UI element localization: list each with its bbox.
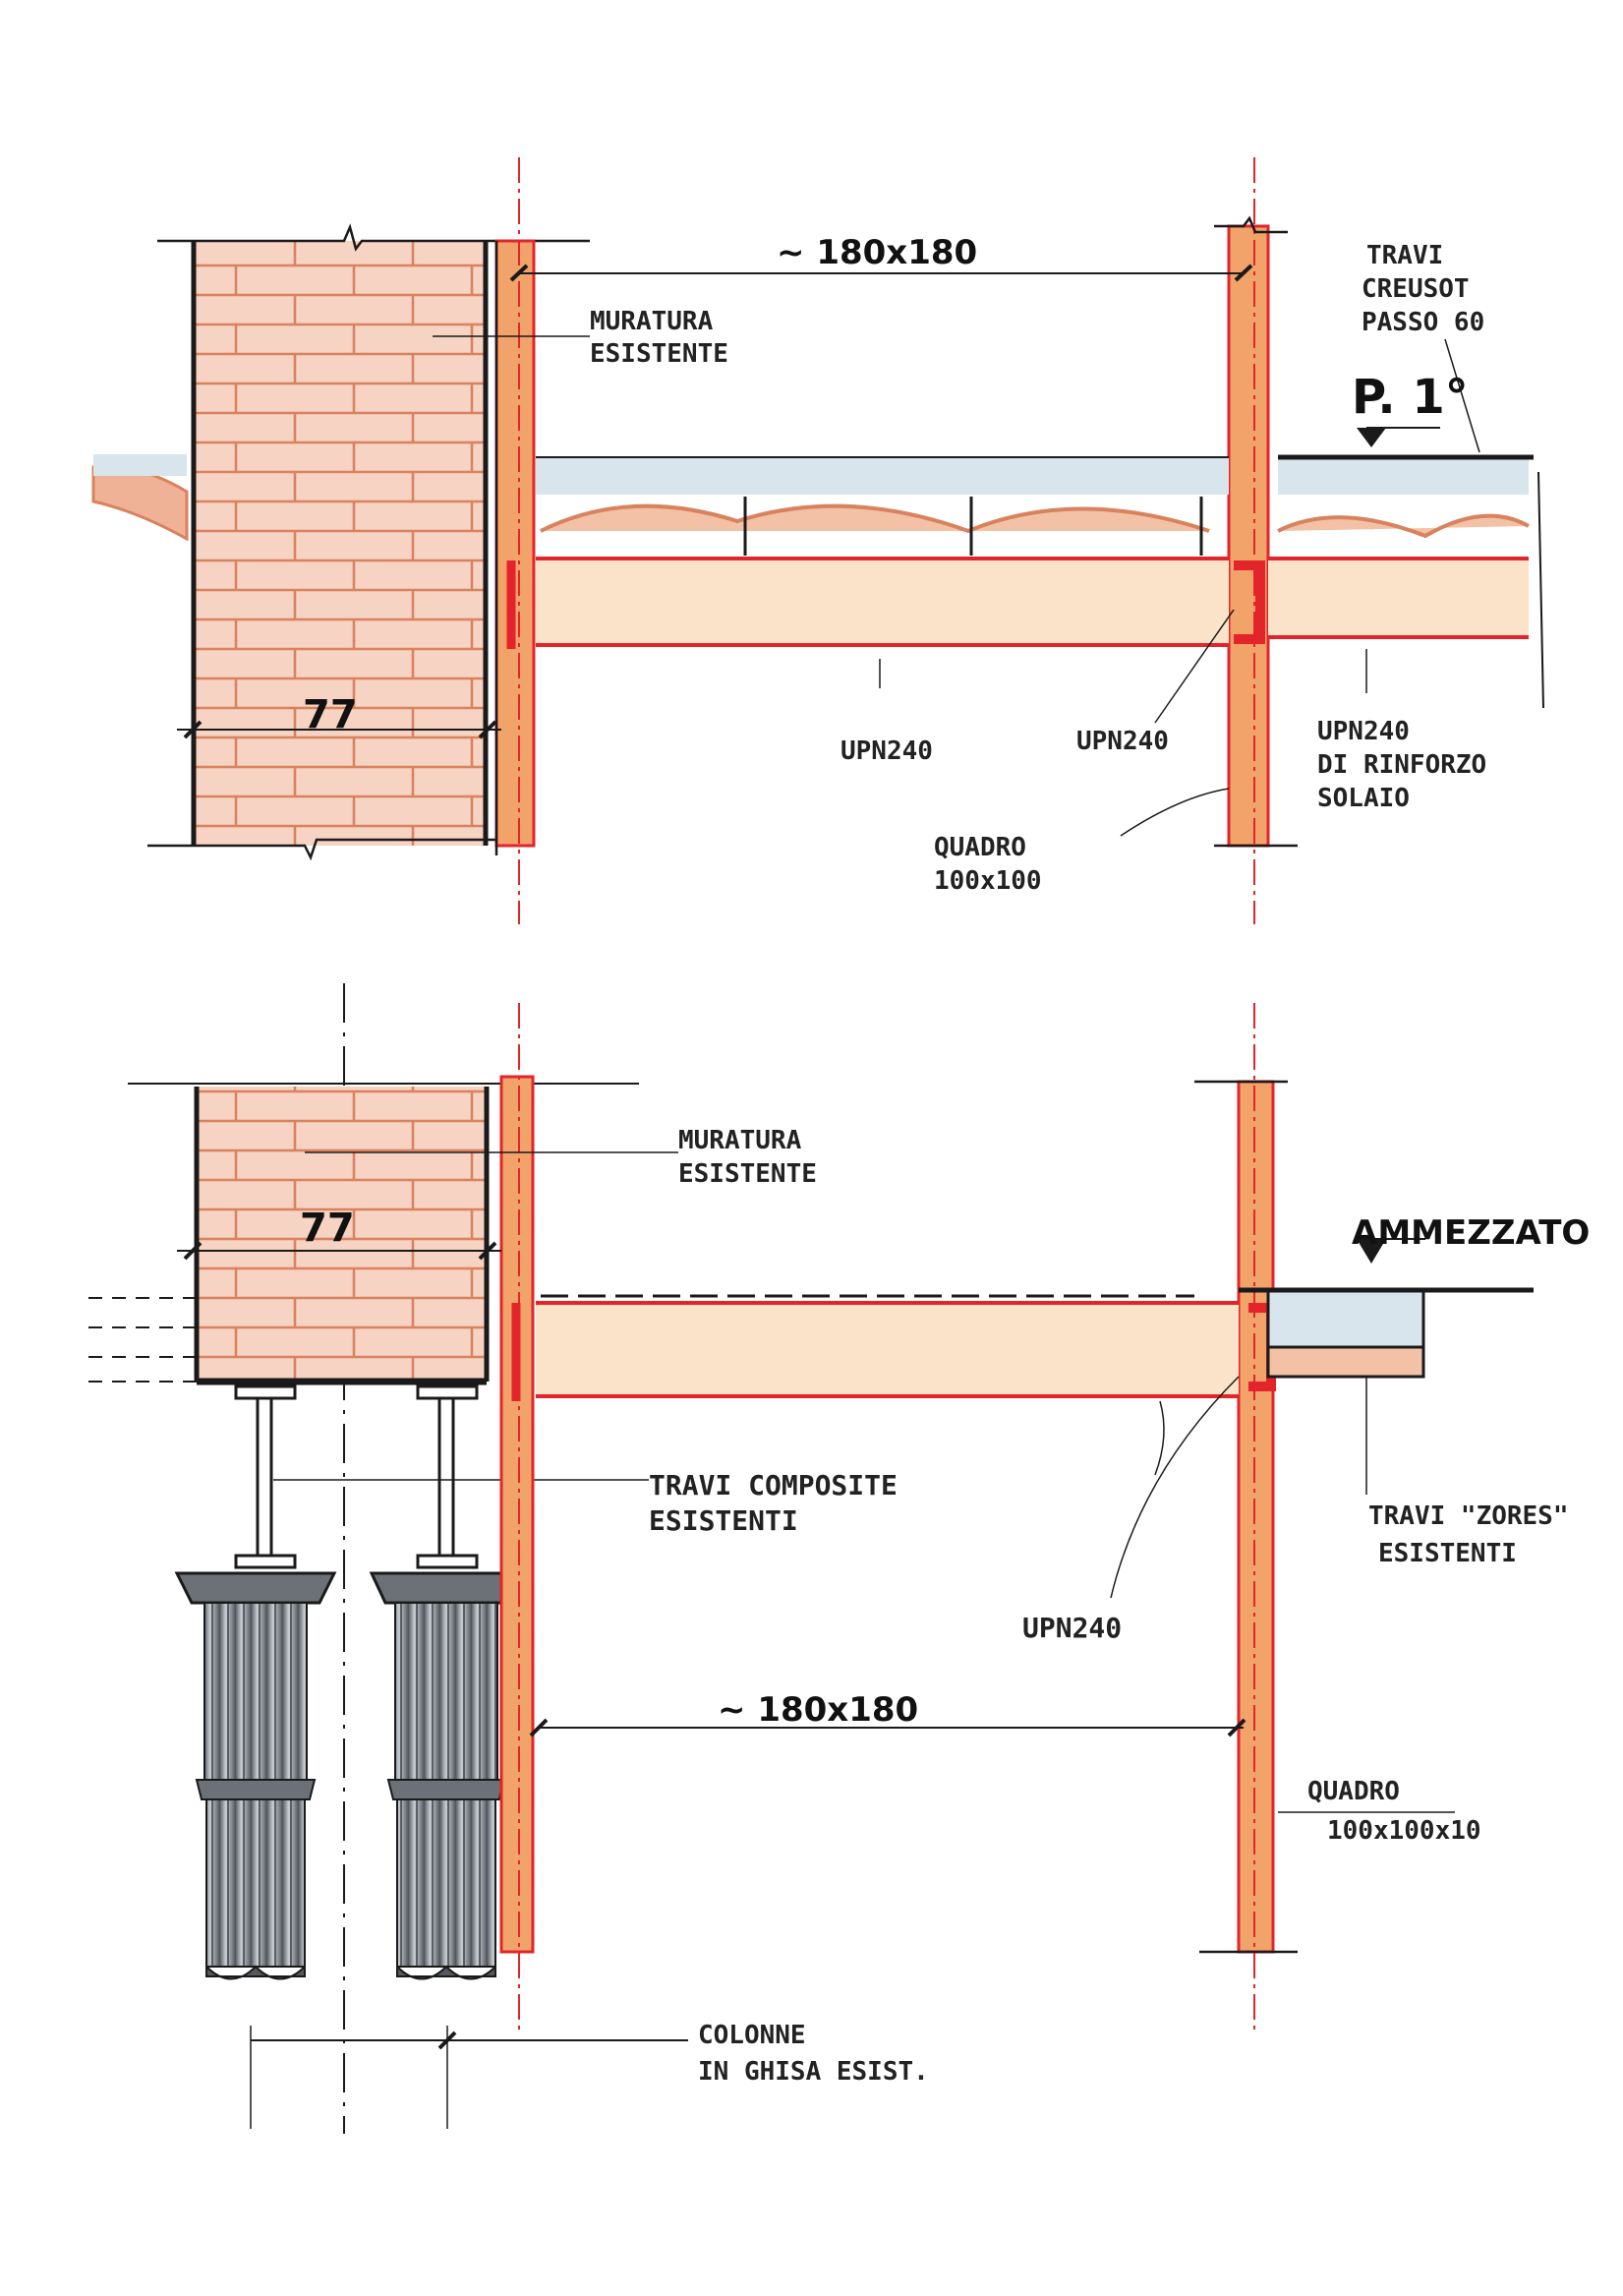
top-left-steel-column <box>494 157 536 924</box>
label-esistente-bottom: ESISTENTE <box>678 1159 817 1189</box>
label-upn-rinforzo-2: DI RINFORZO <box>1317 750 1486 780</box>
label-quadro-bottom-1: QUADRO <box>1307 1777 1400 1806</box>
top-wall-dimension <box>177 720 501 739</box>
top-wall-dimension-label: 77 <box>303 692 358 737</box>
bottom-span-dimension <box>529 1718 1246 1737</box>
leader-quadro-top <box>1120 788 1230 837</box>
bottom-left-steel-column <box>499 1003 535 2035</box>
bottom-right-steel-column <box>1194 1003 1298 2035</box>
leader-upn-bottom-beam <box>1154 1400 1165 1476</box>
cast-iron-column-left <box>174 1571 337 1980</box>
floor-level-symbol-p1 <box>1357 427 1440 447</box>
floor-tag-ammezzato: AMMEZZATO <box>1352 1213 1590 1253</box>
label-colonne: COLONNE <box>698 2021 806 2050</box>
cast-iron-column-right <box>369 1571 519 1980</box>
bottom-span-dimension-label: ~ 180x180 <box>718 1690 918 1730</box>
top-section: ~ 180x180 77 MURATURA ESISTENTE TRAVI CR… <box>91 157 1544 924</box>
label-quadro-top-1: QUADRO <box>934 833 1026 862</box>
top-upn-beam <box>506 557 1529 649</box>
label-upn-bottom: UPN240 <box>1022 1612 1122 1644</box>
bottom-wall-dimension-label: 77 <box>300 1206 355 1251</box>
bottom-wall-dimension <box>177 1241 501 1261</box>
label-passo: PASSO 60 <box>1362 308 1484 337</box>
label-creusot: CREUSOT <box>1362 274 1470 304</box>
leader-travi-creusot <box>1444 338 1480 453</box>
label-zores-esistenti: ESISTENTI <box>1378 1539 1517 1568</box>
label-upn-rinforzo-3: SOLAIO <box>1317 784 1410 813</box>
ammezzato-floor <box>1239 1238 1534 1379</box>
label-muratura-top: MURATURA <box>590 307 714 336</box>
composite-beams <box>234 1384 649 1569</box>
label-upn-2: UPN240 <box>1076 727 1169 756</box>
label-upn-rinforzo-1: UPN240 <box>1317 717 1410 746</box>
floor-tag-p1: P. 1° <box>1352 370 1469 425</box>
label-quadro-bottom-2: 100x100x10 <box>1327 1816 1481 1846</box>
label-quadro-top-2: 100x100 <box>934 866 1042 896</box>
label-travi-top: TRAVI <box>1366 241 1443 270</box>
column-spacing-dimension <box>250 2026 688 2129</box>
label-travi-zores: TRAVI "ZORES" <box>1368 1501 1569 1531</box>
label-colonne-ghisa: IN GHISA ESIST. <box>698 2057 929 2087</box>
leader-upn-bottom <box>1110 1376 1240 1599</box>
top-left-vault <box>91 454 189 542</box>
label-muratura-bottom: MURATURA <box>678 1126 802 1155</box>
label-upn-1: UPN240 <box>840 736 933 766</box>
label-esistente-top: ESISTENTE <box>590 339 728 369</box>
top-span-dimension <box>509 264 1253 282</box>
bottom-upn-beam <box>511 1294 1276 1401</box>
label-travi-composite: TRAVI COMPOSITE <box>649 1469 898 1501</box>
leader-upn-2 <box>1154 609 1235 724</box>
top-right-steel-column <box>1214 157 1298 924</box>
label-travi-composite-esistenti: ESISTENTI <box>649 1504 798 1537</box>
top-floor-slab <box>536 454 1544 709</box>
top-masonry-wall <box>147 223 590 861</box>
bottom-section: AMMEZZATO ~ 180x180 77 MURATURA ESISTENT… <box>88 983 1590 2134</box>
bottom-masonry-wall <box>88 1083 639 1385</box>
top-span-dimension-label: ~ 180x180 <box>777 233 977 272</box>
